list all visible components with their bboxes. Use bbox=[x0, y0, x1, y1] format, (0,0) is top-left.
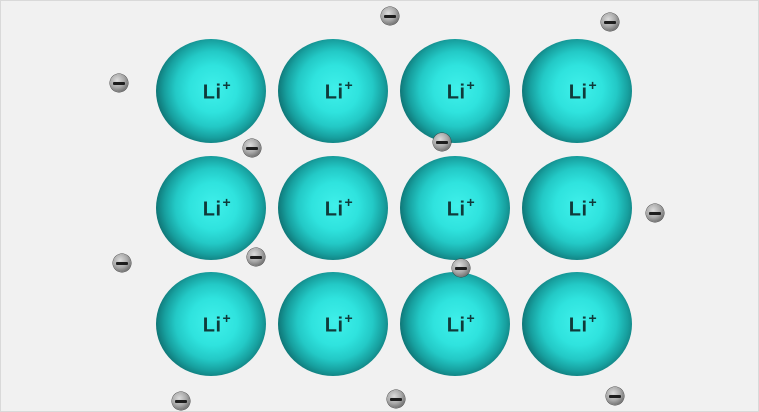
ion-symbol: Li bbox=[569, 198, 588, 220]
ion-charge: + bbox=[345, 77, 354, 93]
ion-symbol: Li bbox=[203, 198, 222, 220]
ion-charge: + bbox=[467, 77, 476, 93]
minus-sign-icon bbox=[116, 262, 128, 265]
electron-icon bbox=[387, 390, 405, 408]
minus-sign-icon bbox=[175, 400, 187, 403]
lithium-ion: Li+ bbox=[522, 272, 632, 376]
minus-sign-icon bbox=[436, 141, 448, 144]
ion-charge: + bbox=[223, 194, 232, 210]
minus-sign-icon bbox=[390, 398, 402, 401]
ion-charge: + bbox=[223, 310, 232, 326]
ion-label: Li+ bbox=[203, 78, 231, 105]
electron-icon bbox=[381, 7, 399, 25]
ion-label: Li+ bbox=[569, 311, 597, 338]
ion-label: Li+ bbox=[447, 78, 475, 105]
ion-symbol: Li bbox=[569, 81, 588, 103]
ion-symbol: Li bbox=[569, 314, 588, 336]
ion-charge: + bbox=[345, 194, 354, 210]
ion-symbol: Li bbox=[203, 314, 222, 336]
minus-sign-icon bbox=[384, 15, 396, 18]
ion-charge: + bbox=[589, 310, 598, 326]
electron-icon bbox=[606, 387, 624, 405]
ion-label: Li+ bbox=[447, 195, 475, 222]
minus-sign-icon bbox=[609, 395, 621, 398]
minus-sign-icon bbox=[604, 21, 616, 24]
lithium-ion: Li+ bbox=[400, 39, 510, 143]
electron-icon bbox=[601, 13, 619, 31]
electron-icon bbox=[243, 139, 261, 157]
ion-charge: + bbox=[589, 77, 598, 93]
electron-icon bbox=[452, 259, 470, 277]
ion-charge: + bbox=[223, 77, 232, 93]
lithium-ion: Li+ bbox=[400, 156, 510, 260]
ion-symbol: Li bbox=[447, 198, 466, 220]
ion-label: Li+ bbox=[569, 195, 597, 222]
ion-symbol: Li bbox=[325, 81, 344, 103]
minus-sign-icon bbox=[113, 82, 125, 85]
ion-label: Li+ bbox=[447, 311, 475, 338]
lithium-ion: Li+ bbox=[278, 156, 388, 260]
ion-symbol: Li bbox=[325, 198, 344, 220]
ion-charge: + bbox=[467, 194, 476, 210]
lithium-ion: Li+ bbox=[278, 39, 388, 143]
ion-charge: + bbox=[589, 194, 598, 210]
minus-sign-icon bbox=[649, 212, 661, 215]
lithium-ion: Li+ bbox=[400, 272, 510, 376]
minus-sign-icon bbox=[246, 147, 258, 150]
ion-label: Li+ bbox=[569, 78, 597, 105]
ion-label: Li+ bbox=[325, 78, 353, 105]
ion-label: Li+ bbox=[325, 195, 353, 222]
lithium-ion: Li+ bbox=[156, 272, 266, 376]
ion-label: Li+ bbox=[203, 311, 231, 338]
electron-icon bbox=[113, 254, 131, 272]
ion-label: Li+ bbox=[203, 195, 231, 222]
ion-symbol: Li bbox=[325, 314, 344, 336]
ion-symbol: Li bbox=[447, 314, 466, 336]
lithium-ion: Li+ bbox=[156, 39, 266, 143]
lithium-ion: Li+ bbox=[522, 39, 632, 143]
lithium-ion: Li+ bbox=[156, 156, 266, 260]
minus-sign-icon bbox=[250, 256, 262, 259]
ion-charge: + bbox=[467, 310, 476, 326]
lithium-ion: Li+ bbox=[278, 272, 388, 376]
ion-label: Li+ bbox=[325, 311, 353, 338]
ion-symbol: Li bbox=[203, 81, 222, 103]
electron-icon bbox=[110, 74, 128, 92]
electron-icon bbox=[172, 392, 190, 410]
electron-icon bbox=[646, 204, 664, 222]
electron-icon bbox=[433, 133, 451, 151]
minus-sign-icon bbox=[455, 267, 467, 270]
electron-icon bbox=[247, 248, 265, 266]
ion-charge: + bbox=[345, 310, 354, 326]
lithium-ion: Li+ bbox=[522, 156, 632, 260]
ion-symbol: Li bbox=[447, 81, 466, 103]
